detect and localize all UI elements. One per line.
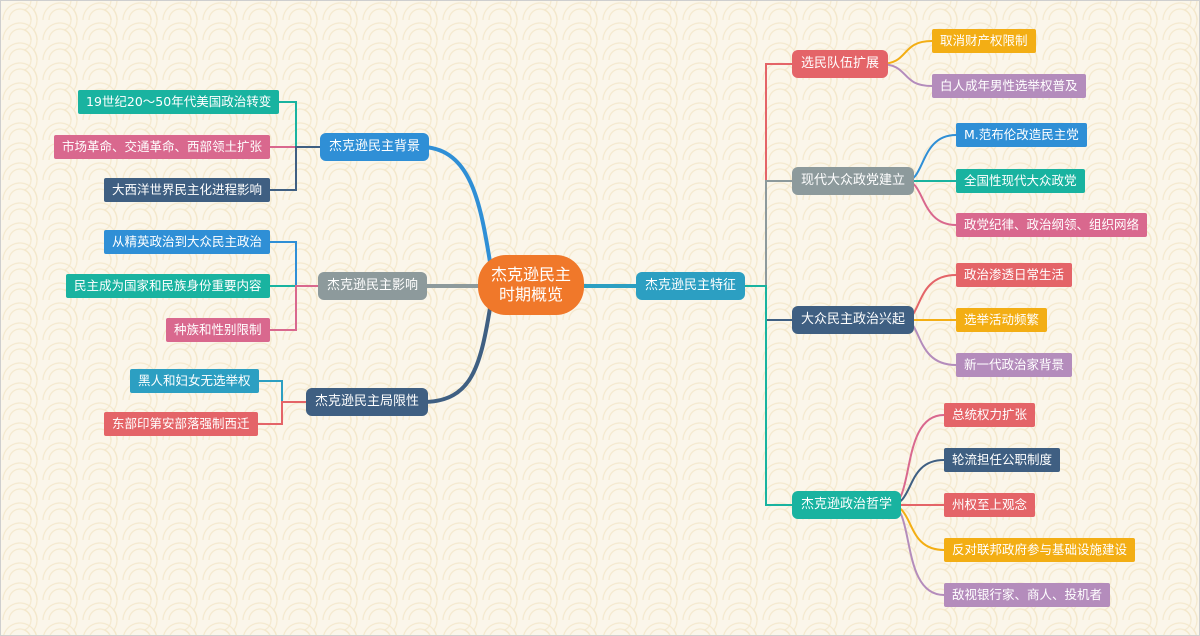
sub-electorate[interactable]: 选民队伍扩展: [792, 50, 889, 78]
leaf-parties-2[interactable]: 全国性现代大众政党: [956, 169, 1085, 193]
root-line1: 杰克逊民主: [490, 265, 571, 284]
branch-background[interactable]: 杰克逊民主背景: [320, 133, 430, 161]
leaf-impact-2[interactable]: 民主成为国家和民族身份重要内容: [66, 274, 270, 298]
leaf-impact-1[interactable]: 从精英政治到大众民主政治: [104, 230, 271, 254]
leaf-limits-1[interactable]: 黑人和妇女无选举权: [130, 369, 259, 393]
leaf-background-2[interactable]: 市场革命、交通革命、西部领土扩张: [54, 135, 271, 159]
branch-impact[interactable]: 杰克逊民主影响: [318, 272, 428, 300]
leaf-background-3[interactable]: 大西洋世界民主化进程影响: [104, 178, 271, 202]
root-line2: 时期概览: [498, 285, 563, 304]
root-node[interactable]: 杰克逊民主 时期概览: [478, 255, 584, 315]
leaf-philosophy-4[interactable]: 反对联邦政府参与基础设施建设: [944, 538, 1136, 562]
leaf-parties-1[interactable]: M.范布伦改造民主党: [956, 123, 1087, 147]
sub-mass-politics[interactable]: 大众民主政治兴起: [792, 306, 915, 334]
leaf-mass-1[interactable]: 政治渗透日常生活: [956, 263, 1073, 287]
branch-limits[interactable]: 杰克逊民主局限性: [306, 388, 429, 416]
sub-philosophy[interactable]: 杰克逊政治哲学: [792, 491, 902, 519]
leaf-background-1[interactable]: 19世纪20～50年代美国政治转变: [78, 90, 280, 114]
leaf-mass-2[interactable]: 选举活动频繁: [956, 308, 1048, 332]
leaf-philosophy-2[interactable]: 轮流担任公职制度: [944, 448, 1061, 472]
leaf-philosophy-1[interactable]: 总统权力扩张: [944, 403, 1036, 427]
branch-features[interactable]: 杰克逊民主特征: [636, 272, 746, 300]
leaf-philosophy-3[interactable]: 州权至上观念: [944, 493, 1036, 517]
leaf-limits-2[interactable]: 东部印第安部落强制西迁: [104, 412, 258, 436]
leaf-philosophy-5[interactable]: 敌视银行家、商人、投机者: [944, 583, 1111, 607]
leaf-electorate-2[interactable]: 白人成年男性选举权普及: [932, 74, 1086, 98]
leaf-parties-3[interactable]: 政党纪律、政治纲领、组织网络: [956, 213, 1148, 237]
leaf-electorate-1[interactable]: 取消财产权限制: [932, 29, 1036, 53]
leaf-impact-3[interactable]: 种族和性别限制: [166, 318, 270, 342]
leaf-mass-3[interactable]: 新一代政治家背景: [956, 353, 1073, 377]
sub-parties[interactable]: 现代大众政党建立: [792, 167, 915, 195]
